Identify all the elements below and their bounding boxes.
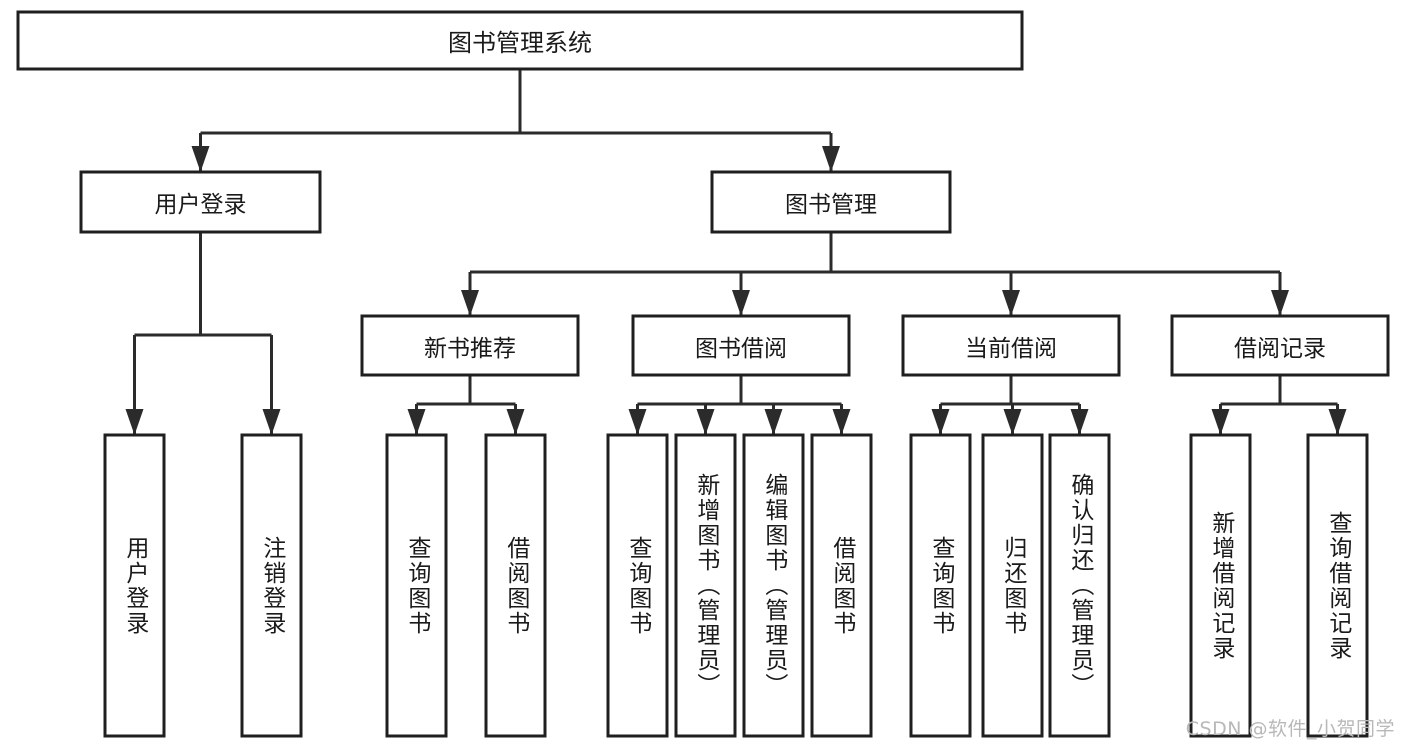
node-leaf-borrow-book-2-box[interactable] xyxy=(810,433,873,738)
arrow-icon-borrow-record-to-leaf-add-record xyxy=(1211,409,1230,435)
node-new-book-recommend-box[interactable] xyxy=(360,314,580,377)
node-borrow-record-box[interactable] xyxy=(1170,314,1390,377)
arrow-icon-current-borrow-to-leaf-confirm-return xyxy=(1070,409,1089,435)
arrow-icon-book-borrow-to-leaf-add-book xyxy=(696,409,715,435)
node-leaf-add-book-box[interactable] xyxy=(674,433,737,738)
arrow-icon-book-manage-to-book-borrow xyxy=(732,290,750,316)
arrow-icon-new-book-recommend-to-leaf-borrow-book-1 xyxy=(506,409,525,435)
arrow-icon-book-borrow-to-leaf-borrow-book-2 xyxy=(832,409,851,435)
node-leaf-user-login-box[interactable] xyxy=(103,433,166,738)
arrow-icon-root-to-user-login xyxy=(191,146,210,172)
root-node-box[interactable] xyxy=(16,10,1024,71)
node-book-manage-box[interactable] xyxy=(710,170,952,234)
node-leaf-borrow-book-1-box[interactable] xyxy=(484,433,547,738)
arrow-icon-user-login-to-leaf-logout xyxy=(262,409,281,435)
watermark-text: CSDN @软件_小贺同学 xyxy=(1185,718,1395,740)
arrow-icon-book-borrow-to-leaf-edit-book xyxy=(764,409,783,435)
arrow-icon-book-manage-to-borrow-record xyxy=(1271,290,1289,316)
node-user-login-box[interactable] xyxy=(79,170,322,234)
arrow-icon-borrow-record-to-leaf-query-record xyxy=(1328,409,1347,435)
arrow-icon-book-manage-to-current-borrow xyxy=(1002,290,1020,316)
arrow-icon-current-borrow-to-leaf-return-book xyxy=(1003,409,1022,435)
arrow-icon-book-manage-to-new-book-recommend xyxy=(461,290,479,316)
arrow-icon-current-borrow-to-leaf-query-book-3 xyxy=(931,409,950,435)
connector-layer xyxy=(125,69,1347,435)
node-book-borrow-box[interactable] xyxy=(631,314,851,377)
node-leaf-return-book-box[interactable] xyxy=(981,433,1044,738)
arrow-icon-user-login-to-leaf-user-login xyxy=(125,409,144,435)
node-leaf-query-book-1-box[interactable] xyxy=(385,433,448,738)
node-leaf-edit-book-box[interactable] xyxy=(742,433,805,738)
node-leaf-query-book-2-box[interactable] xyxy=(606,433,669,738)
arrow-icon-book-borrow-to-leaf-query-book-2 xyxy=(628,409,647,435)
arrow-icon-new-book-recommend-to-leaf-query-book-1 xyxy=(407,409,426,435)
node-leaf-logout-box[interactable] xyxy=(240,433,303,738)
node-leaf-query-record-box[interactable] xyxy=(1306,433,1369,738)
node-box-layer xyxy=(16,10,1390,738)
node-current-borrow-box[interactable] xyxy=(901,314,1121,377)
node-leaf-confirm-return-box[interactable] xyxy=(1048,433,1111,738)
node-leaf-add-record-box[interactable] xyxy=(1189,433,1252,738)
node-leaf-query-book-3-box[interactable] xyxy=(909,433,972,738)
arrow-icon-root-to-book-manage xyxy=(822,146,840,172)
